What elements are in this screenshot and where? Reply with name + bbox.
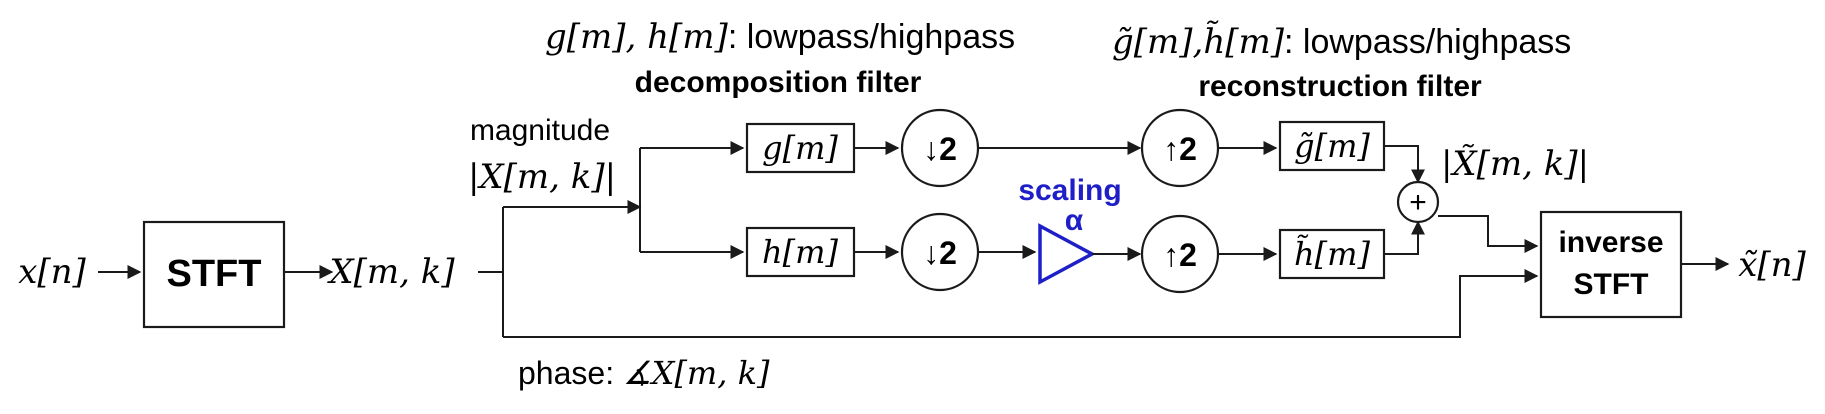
scaling-alpha-label: α: [1065, 204, 1084, 237]
output-signal-label: x̃[n]: [1738, 245, 1806, 285]
htilde-to-sum-arrow: [1384, 220, 1425, 255]
h-tilde-filter-block: [1278, 228, 1386, 280]
downsample-top-label: ↓2: [923, 131, 957, 167]
inverse-stft-label-line2: STFT: [1574, 268, 1649, 301]
stft-block: [142, 220, 286, 329]
stft-output-label: X[m, k]: [326, 252, 455, 292]
sum-node-label: +: [1409, 186, 1427, 219]
decomposition-title: decomposition filter: [635, 66, 922, 99]
magnitude-math: |X[m, k]|: [468, 157, 616, 197]
g-filter-label: g[m]: [762, 129, 838, 167]
h-filter-label: h[m]: [762, 233, 838, 271]
magnitude-label: magnitude: [470, 114, 610, 147]
g-filter-block: [745, 122, 856, 174]
downsample-bottom-label: ↓2: [923, 235, 957, 271]
decomposition-label: g[m], h[m]: lowpass/highpass: [545, 17, 1015, 57]
sum-node: [1396, 180, 1440, 224]
inverse-stft-label-line1: inverse: [1558, 226, 1663, 259]
phase-label: phase: ∡X[m, k]: [518, 354, 770, 392]
upsample-bottom-label: ↑2: [1163, 237, 1197, 273]
sum-to-istft-arrow: [1438, 215, 1539, 253]
h-tilde-filter-label: h̃[m]: [1294, 235, 1370, 273]
reconstruction-title: reconstruction filter: [1198, 70, 1482, 103]
upsample-top-label: ↑2: [1163, 131, 1197, 167]
gtilde-to-sum-arrow: [1384, 145, 1425, 184]
stft-block-label: STFT: [167, 253, 262, 295]
input-signal-label: x[n]: [18, 252, 86, 292]
recon-magnitude-label: |X̃[m, k]|: [1441, 144, 1589, 184]
g-tilde-filter-block: [1278, 120, 1386, 172]
scaling-triangle-icon: [1038, 223, 1096, 285]
scaling-label: scaling: [1018, 174, 1121, 207]
phase-path-arrow: [503, 269, 1539, 338]
g-tilde-filter-label: g̃[m]: [1294, 127, 1370, 165]
reconstruction-label: g̃[m],h̃[m]: lowpass/highpass: [1112, 21, 1571, 62]
